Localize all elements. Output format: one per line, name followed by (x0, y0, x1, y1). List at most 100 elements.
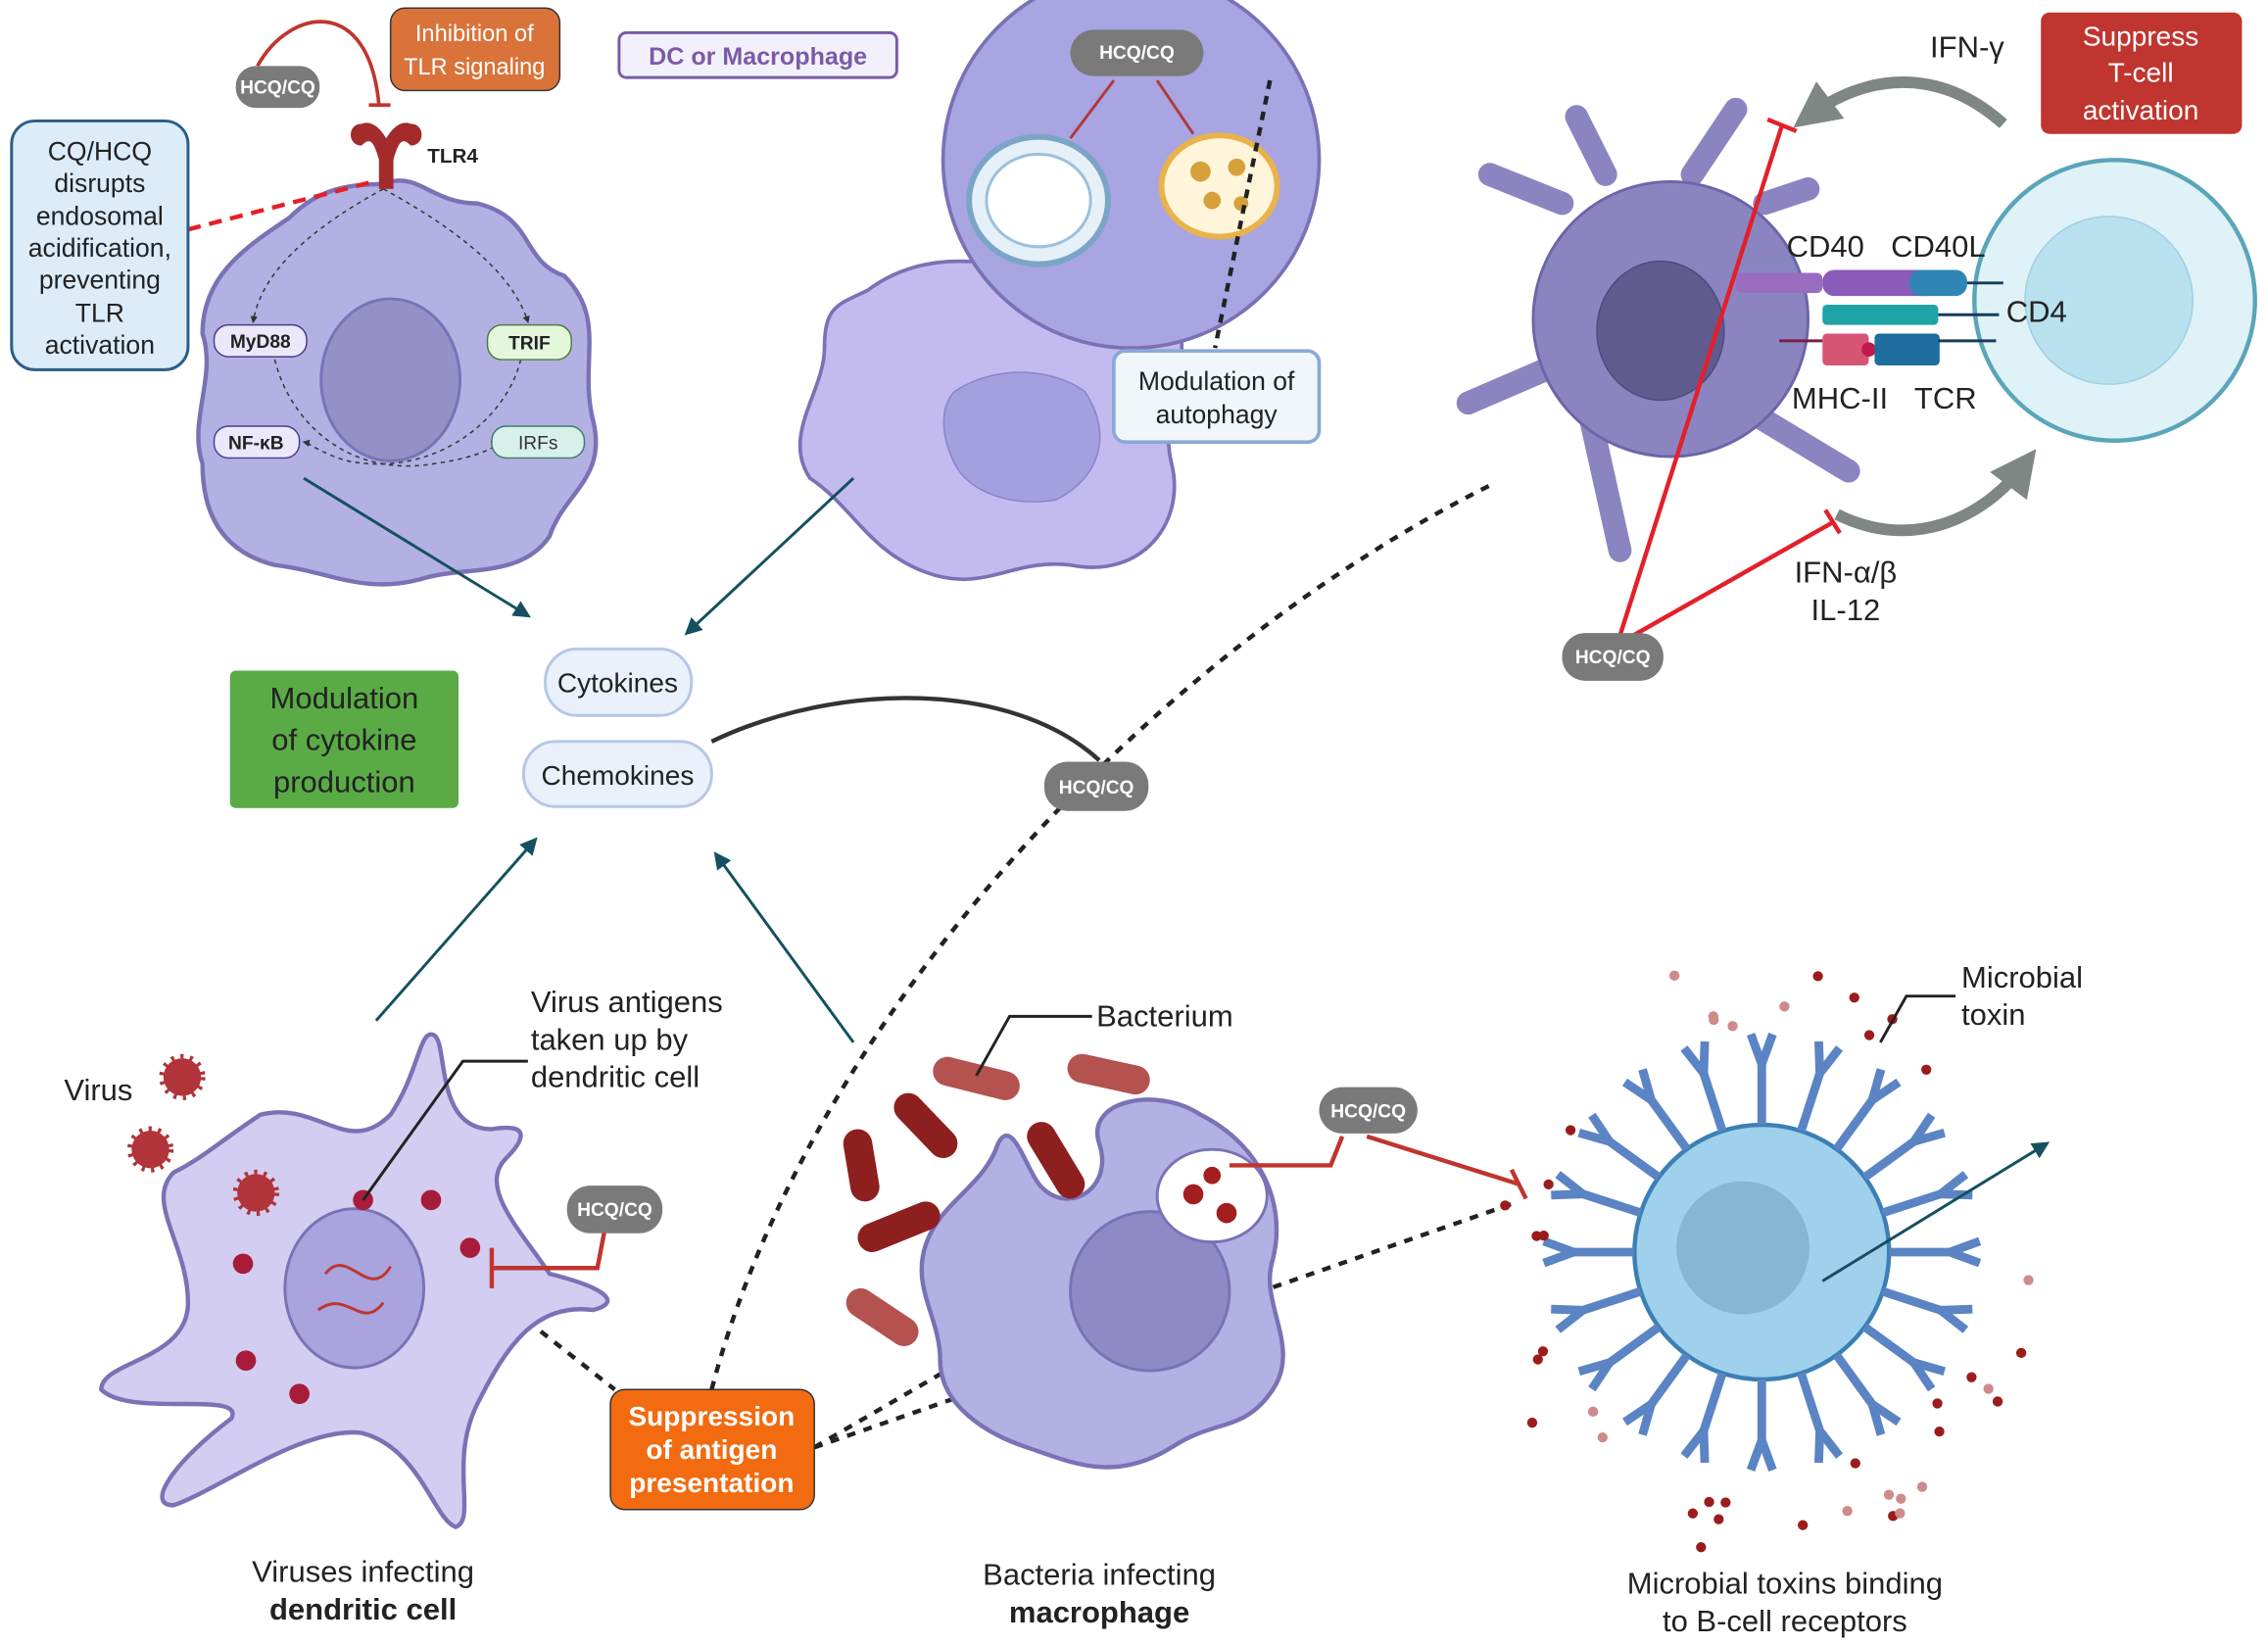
mhc2-label: MHC-II (1792, 381, 1888, 415)
bacterium-label: Bacterium (1096, 999, 1233, 1034)
svg-text:of cytokine: of cytokine (271, 723, 416, 757)
cd40l-label: CD40L (1891, 229, 1986, 264)
toxin-particle (1527, 1418, 1537, 1427)
svg-text:HCQ/CQ: HCQ/CQ (577, 1200, 652, 1221)
svg-text:HCQ/CQ: HCQ/CQ (1099, 43, 1175, 64)
virus-antigen-label: Virus antigens taken up by dendritic cel… (531, 985, 723, 1094)
toxin-particle (1709, 1015, 1718, 1025)
trif-badge: TRIF (488, 325, 572, 360)
svg-text:production: production (273, 764, 415, 798)
chemokine-inhibition-curve (711, 698, 1099, 760)
toxin-particle (1932, 1398, 1942, 1408)
svg-text:Inhibition of: Inhibition of (415, 22, 534, 47)
antibody-receptor-icon (1624, 1355, 1686, 1434)
toxin-particle (1921, 1065, 1931, 1075)
autophagy-box: Modulation of autophagy (1114, 351, 1320, 442)
antibody-receptor-icon (1624, 1069, 1686, 1148)
antibody-receptor-icon (1684, 1041, 1722, 1131)
antibody-receptor-icon (1579, 1327, 1659, 1388)
tlr4-label: TLR4 (427, 145, 478, 168)
toxin-particle (1798, 1520, 1808, 1529)
antibody-receptor-icon (1883, 1175, 1972, 1213)
antibody-receptor-icon (1801, 1374, 1839, 1463)
inhibition-tlr-box: Inhibition of TLR signaling (391, 8, 560, 90)
cd40-label: CD40 (1787, 229, 1864, 264)
svg-text:endosomal: endosomal (36, 202, 164, 231)
svg-text:Cytokines: Cytokines (557, 668, 678, 699)
toxin-label-line2: toxin (1961, 997, 2025, 1032)
toxin-particle (1966, 1373, 1976, 1382)
toxin-particle (2023, 1275, 2033, 1284)
ifn-gamma-arrow (1809, 82, 2003, 123)
cq-hcq-endosomal-box: CQ/HCQ disrupts endosomal acidification,… (12, 121, 188, 369)
toxin-particle (1500, 1200, 1510, 1210)
svg-text:preventing: preventing (39, 266, 161, 295)
nucleus (321, 299, 460, 460)
dc-caption-line2: dendritic cell (269, 1592, 457, 1626)
antibody-receptor-icon (1751, 1379, 1772, 1471)
svg-text:HCQ/CQ: HCQ/CQ (240, 77, 315, 98)
toxin-particle (1704, 1497, 1713, 1507)
svg-text:MyD88: MyD88 (230, 332, 291, 353)
toxin-particle (1566, 1125, 1575, 1135)
toxin-particle (1696, 1542, 1706, 1552)
toxin-particle (1812, 971, 1822, 981)
toxin-particle (1895, 1508, 1905, 1518)
toxin-particle (1588, 1407, 1598, 1417)
toxin-particle (2016, 1348, 2026, 1358)
antibody-receptor-icon (1864, 1327, 1944, 1388)
autophagy-macrophage-cell (800, 0, 1320, 579)
dc-caption-line1: Viruses infecting (252, 1555, 474, 1589)
toxin-particle (1934, 1427, 1944, 1436)
antibody-receptor-icon (1579, 1115, 1659, 1177)
svg-text:Modulation of: Modulation of (1138, 366, 1295, 396)
tlr4-receptor-icon (351, 122, 421, 188)
myd88-badge: MyD88 (215, 325, 307, 357)
b-cell (1500, 971, 2033, 1553)
svg-text:acidification,: acidification, (28, 233, 171, 263)
svg-text:Suppress: Suppress (2083, 22, 2199, 52)
irfs-badge: IRFs (492, 426, 584, 458)
antibody-receptor-icon (1551, 1291, 1640, 1330)
toxin-particle (1993, 1396, 2003, 1406)
svg-text:disrupts: disrupts (54, 169, 145, 198)
antibody-receptor-icon (1837, 1355, 1899, 1434)
macrophage-caption-line1: Bacteria infecting (983, 1558, 1216, 1592)
toxin-particle (1984, 1383, 1994, 1393)
svg-text:DC or Macrophage: DC or Macrophage (649, 43, 867, 71)
bacteria-inhibition-lines (1230, 1137, 1526, 1198)
svg-text:presentation: presentation (629, 1468, 794, 1498)
svg-text:IRFs: IRFs (518, 434, 558, 455)
bacteria-macrophage-cell (922, 1099, 1283, 1467)
cell-type-box: DC or Macrophage (619, 32, 896, 77)
toxin-particle (1884, 1490, 1894, 1500)
svg-text:HCQ/CQ: HCQ/CQ (1059, 778, 1134, 798)
toxin-particle (1669, 971, 1679, 981)
svg-text:Chemokines: Chemokines (541, 760, 694, 791)
toxin-particle (1543, 1180, 1553, 1189)
antibody-receptor-icon (1889, 1241, 1980, 1263)
toxin-particle (1539, 1231, 1549, 1240)
cytokine-modulation-box: Modulation of cytokine production (230, 670, 458, 807)
virus-dendritic-cell (101, 1035, 607, 1527)
svg-text:activation: activation (2083, 95, 2199, 125)
suppression-antigen-box: Suppression of antigen presentation (610, 1389, 814, 1510)
antibody-receptor-icon (1684, 1374, 1722, 1463)
antibody-receptor-icon (1883, 1291, 1972, 1330)
cd4-label: CD4 (2006, 295, 2067, 329)
svg-text:Modulation: Modulation (270, 681, 419, 715)
hcq-cq-pill: HCQ/CQ (1319, 1088, 1417, 1134)
antibody-receptor-icon (1837, 1069, 1899, 1148)
hcq-cq-pill: HCQ/CQ (1563, 633, 1664, 681)
toxin-particle (1917, 1481, 1927, 1491)
bcell-caption-line1: Microbial toxins binding (1627, 1566, 1943, 1600)
cytokines-badge: Cytokines (546, 649, 692, 715)
nfkb-badge: NF-κB (215, 426, 300, 458)
svg-text:NF-κB: NF-κB (228, 434, 284, 455)
macrophage-caption-line2: macrophage (1009, 1595, 1189, 1629)
svg-text:HCQ/CQ: HCQ/CQ (1575, 648, 1651, 668)
toxin-particle (1896, 1494, 1906, 1504)
svg-text:CQ/HCQ: CQ/HCQ (48, 136, 152, 166)
toxin-particle (1727, 1021, 1737, 1031)
